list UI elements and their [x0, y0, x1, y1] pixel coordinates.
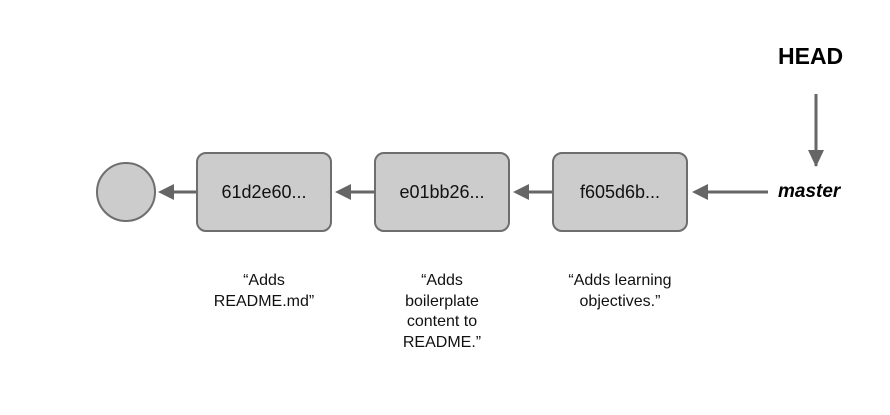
- commit-message-2: “Adds boilerplate content to README.”: [367, 271, 517, 353]
- commit-hash: e01bb26...: [399, 181, 485, 202]
- commit-1-to-root-arrowhead: [158, 184, 174, 200]
- commit-node-1: 61d2e60...: [196, 152, 332, 232]
- head-label: HEAD: [778, 43, 844, 69]
- message-line: “Adds: [243, 272, 285, 289]
- commit-message-3: “Adds learning objectives.”: [545, 271, 695, 312]
- master-to-commit-3-arrowhead: [692, 184, 708, 200]
- commit-hash: f605d6b...: [579, 181, 661, 202]
- commit-node-2: e01bb26...: [374, 152, 510, 232]
- message-line: “Adds learning: [568, 272, 672, 289]
- message-line: objectives.”: [579, 292, 661, 310]
- commit-2-to-commit-1-arrowhead: [335, 184, 351, 200]
- commit-message-1: “Adds README.md”: [189, 271, 339, 312]
- commit-hash: 61d2e60...: [221, 181, 307, 202]
- root-commit-node: [96, 162, 156, 222]
- message-line: content to: [406, 313, 478, 330]
- message-line: boilerplate: [405, 292, 479, 310]
- commit-node-3: f605d6b...: [552, 152, 688, 232]
- head-to-master-arrowhead: [808, 150, 824, 167]
- message-line: “Adds: [421, 272, 463, 289]
- message-line: README.”: [402, 333, 482, 351]
- commit-3-to-commit-2-arrowhead: [513, 184, 529, 200]
- message-line: README.md”: [213, 292, 315, 310]
- branch-label-master: master: [778, 181, 841, 202]
